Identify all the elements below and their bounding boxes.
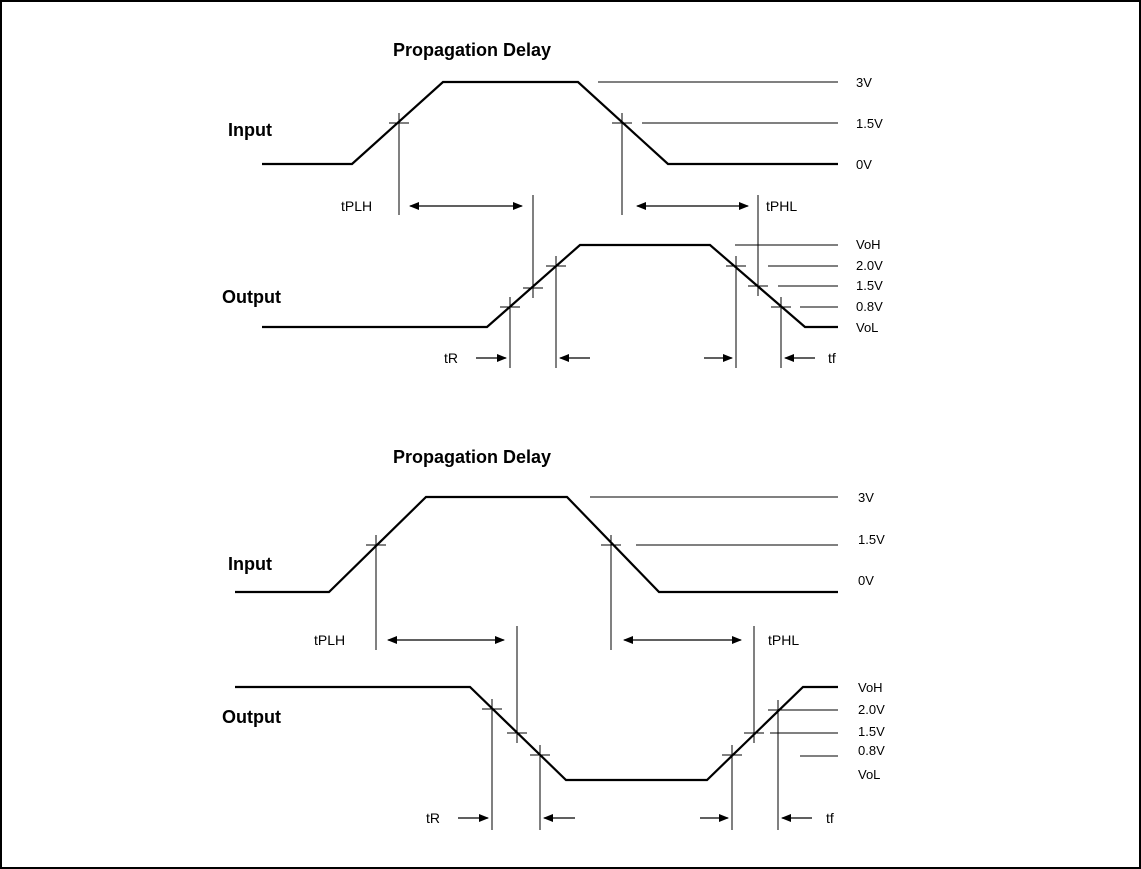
timing-reference-lines (398, 113, 782, 368)
output-label: Output (222, 707, 281, 727)
input-waveform (235, 495, 838, 594)
level-label-voh: VoH (858, 680, 883, 695)
input-level-lines (598, 81, 838, 124)
input-label: Input (228, 120, 272, 140)
output-level-lines (770, 709, 838, 757)
tf-label: tf (826, 810, 834, 826)
level-label-0-8v: 0.8V (856, 299, 883, 314)
output-label: Output (222, 287, 281, 307)
tplh-label: tPLH (341, 198, 372, 214)
output-level-lines (735, 244, 838, 308)
input-level-lines (590, 496, 838, 546)
output-waveform (235, 685, 838, 782)
input-label: Input (228, 554, 272, 574)
output-waveform (262, 243, 838, 329)
input-waveform (262, 80, 838, 166)
level-label-2-0v: 2.0V (856, 258, 883, 273)
level-label-1-5v: 1.5V (856, 116, 883, 131)
tf-label: tf (828, 350, 836, 366)
level-label-0-8v: 0.8V (858, 743, 885, 758)
diagram-title: Propagation Delay (393, 40, 551, 60)
level-label-1-5v-out: 1.5V (856, 278, 883, 293)
level-label-0v: 0V (858, 573, 874, 588)
level-label-1-5v: 1.5V (858, 532, 885, 547)
level-label-2-0v: 2.0V (858, 702, 885, 717)
level-label-voh: VoH (856, 237, 881, 252)
tr-label: tR (444, 350, 458, 366)
crossing-markers (366, 535, 788, 765)
timing-reference-lines (375, 535, 779, 830)
diagram-inverting: Propagation Delay Input Output 3V 1.5V 0… (222, 447, 885, 830)
tphl-label: tPHL (766, 198, 797, 214)
crossing-markers (389, 113, 791, 317)
level-label-vol: VoL (858, 767, 880, 782)
diagram-title: Propagation Delay (393, 447, 551, 467)
level-label-0v: 0V (856, 157, 872, 172)
level-label-vol: VoL (856, 320, 878, 335)
level-label-3v: 3V (858, 490, 874, 505)
diagram-non-inverting: Propagation Delay Input Output 3V 1.5V 0… (222, 40, 883, 368)
tphl-label: tPHL (768, 632, 799, 648)
tplh-label: tPLH (314, 632, 345, 648)
level-label-3v: 3V (856, 75, 872, 90)
level-label-1-5v-out: 1.5V (858, 724, 885, 739)
tr-label: tR (426, 810, 440, 826)
